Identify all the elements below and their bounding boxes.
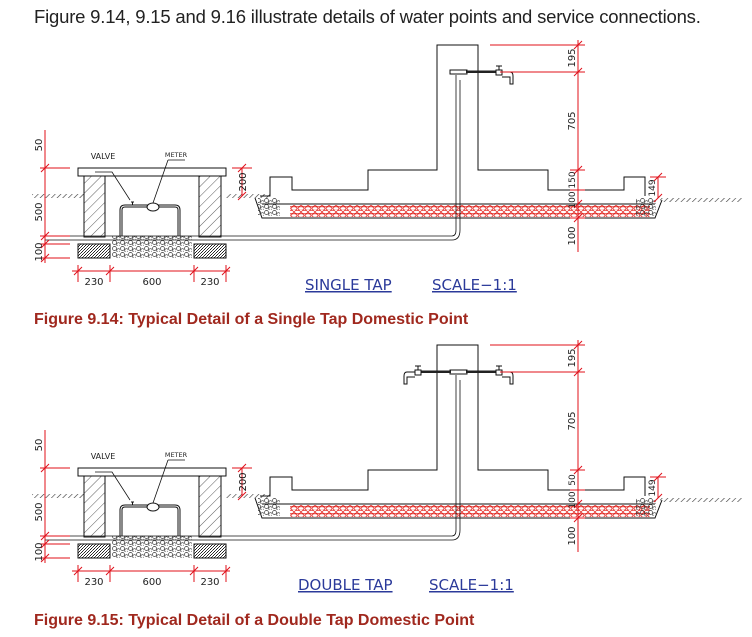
valve-label: VALVE (91, 452, 116, 461)
dimension-label: 100 (567, 526, 578, 545)
dimension-label: 100 (568, 491, 578, 508)
meter-icon (146, 502, 160, 512)
chamber-wall-left (83, 175, 106, 238)
drawing-scale: SCALE−1:1 (432, 276, 517, 294)
figure-caption-9-15: Figure 9.15: Typical Detail of a Double … (34, 612, 475, 629)
gravel-bed (112, 536, 192, 558)
ground-hatch (32, 194, 84, 198)
ground-hatch (660, 498, 742, 502)
meter-label: METER (165, 451, 188, 459)
drawing-title: SINGLE TAP (305, 276, 392, 294)
ground-hatch (32, 494, 84, 498)
chamber-wall-right (198, 475, 222, 538)
dimension-label: 50 (34, 439, 45, 452)
chamber-cover-slab (77, 167, 227, 177)
tap-icon-left (403, 371, 415, 385)
dimension-label: 100 (568, 191, 578, 208)
dimension-label: 195 (567, 48, 578, 67)
dimension-label: 149 (648, 479, 658, 496)
tap-icon (502, 371, 514, 385)
dimension-label: 705 (567, 411, 578, 430)
stone-bedding (290, 205, 650, 217)
tap-icon (502, 71, 514, 85)
dimension-label: 100 (34, 242, 45, 261)
dimension-label: 195 (567, 348, 578, 367)
dimension-label: 150 (568, 171, 578, 188)
ground-hatch (660, 198, 742, 202)
chamber-wall-left (83, 475, 106, 538)
double-tap-drawing: VALVE METER 50 500 100 230 600 230 200 195 705 50 10… (32, 340, 742, 594)
dimension-label: 50 (568, 474, 578, 486)
dimension-label: 600 (142, 277, 161, 288)
dimension-label: 705 (567, 111, 578, 130)
dimension-label: 50 (34, 139, 45, 152)
footing-right (193, 243, 227, 259)
tee-fitting (449, 369, 468, 375)
single-tap-drawing: VALVE METER 50 500 100 230 600 230 200 195 705 150 1… (32, 40, 742, 294)
footing-right (193, 543, 227, 559)
intro-paragraph: Figure 9.14, 9.15 and 9.16 illustrate de… (34, 6, 701, 27)
footing-left (77, 543, 111, 559)
chamber-cover-slab (77, 467, 227, 477)
chamber-wall-right (198, 175, 222, 238)
drawing-scale: SCALE−1:1 (429, 576, 514, 594)
tap-stand-outline (260, 44, 646, 197)
stone-bedding (290, 505, 650, 517)
dimension-label: 230 (84, 577, 103, 588)
footing-left (77, 243, 111, 259)
valve-label: VALVE (91, 152, 116, 161)
dimension-label: 100 (567, 226, 578, 245)
dimension-label: 100 (34, 542, 45, 561)
dimension-label: 600 (142, 577, 161, 588)
dimension-label: 230 (200, 277, 219, 288)
dimension-label: 149 (648, 179, 658, 196)
dimension-label: 500 (34, 202, 45, 221)
tee-fitting (449, 69, 468, 75)
meter-label: METER (165, 151, 188, 159)
dimension-label: 500 (34, 502, 45, 521)
tap-stand-outline (260, 344, 646, 497)
dimension-label: 230 (200, 577, 219, 588)
dimension-label: 200 (238, 472, 249, 491)
meter-icon (146, 202, 160, 212)
gravel-bed (112, 236, 192, 258)
figure-caption-9-14: Figure 9.14: Typical Detail of a Single … (34, 311, 469, 328)
drawing-title: DOUBLE TAP (298, 576, 393, 594)
dimension-label: 230 (84, 277, 103, 288)
dimension-label: 200 (238, 172, 249, 191)
